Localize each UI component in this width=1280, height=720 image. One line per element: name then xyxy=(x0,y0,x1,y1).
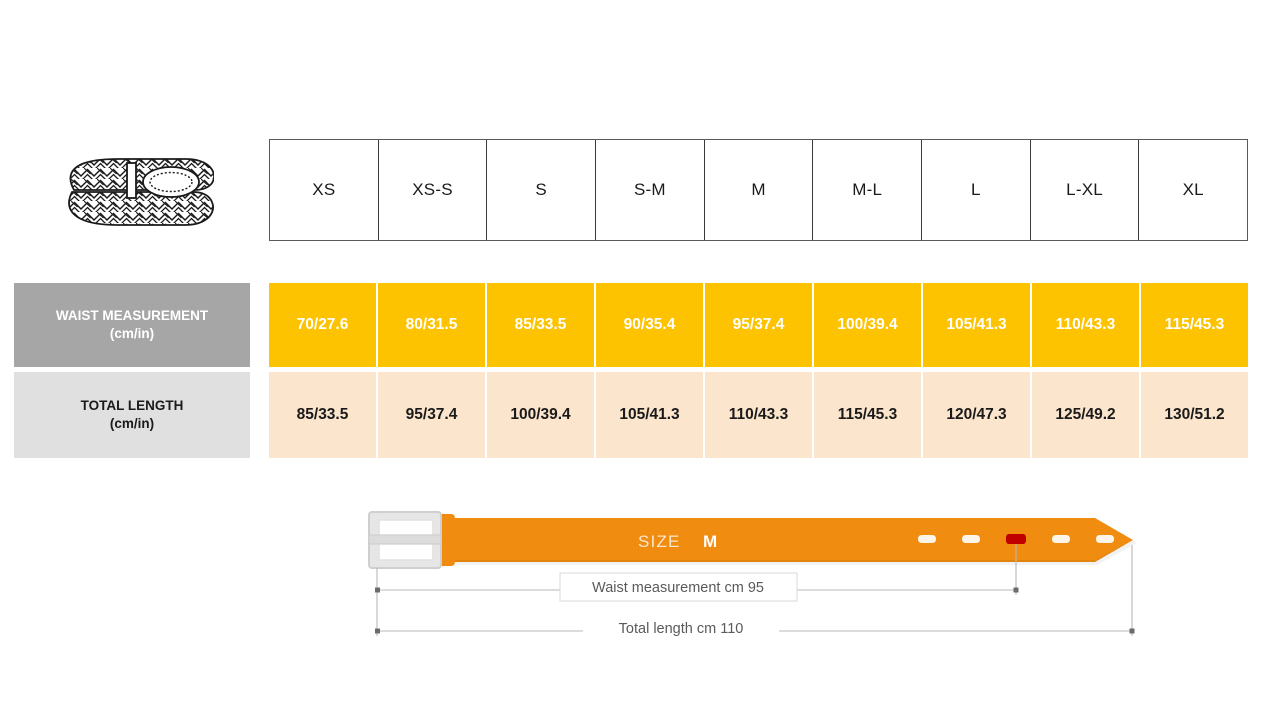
size-header-cell-s-m: S-M xyxy=(596,140,705,240)
size-header-cell-xs-s: XS-S xyxy=(379,140,488,240)
waist-label-title: WAIST MEASUREMENT xyxy=(55,308,209,324)
waist-value-xl: 115/45.3 xyxy=(1141,283,1248,367)
total-length-values-row: 85/33.5 95/37.4 100/39.4 105/41.3 110/43… xyxy=(269,372,1248,458)
length-label-title: TOTAL LENGTH xyxy=(80,398,184,414)
waist-value-m: 95/37.4 xyxy=(705,283,814,367)
belt-hole-0 xyxy=(918,535,936,543)
length-value-m: 110/43.3 xyxy=(705,372,814,458)
dimension-extension-lines xyxy=(376,544,1133,636)
size-header-row: XS XS-S S S-M M M-L L L-XL XL xyxy=(269,139,1248,241)
length-value-xl: 130/51.2 xyxy=(1141,372,1248,458)
belt-buckle-icon xyxy=(368,511,442,569)
length-value-s-m: 105/41.3 xyxy=(596,372,705,458)
waist-value-l: 105/41.3 xyxy=(923,283,1032,367)
length-value-s: 100/39.4 xyxy=(487,372,596,458)
belt-hole-3 xyxy=(1052,535,1070,543)
belt-measurement-diagram: SIZE M Waist measur xyxy=(355,500,1155,660)
size-header-cell-s: S xyxy=(487,140,597,240)
size-header-cell-xs: XS xyxy=(270,140,379,240)
belt-hole-4 xyxy=(1096,535,1114,543)
size-header-cell-l: L xyxy=(922,140,1031,240)
waist-value-m-l: 100/39.4 xyxy=(814,283,923,367)
length-label-unit: (cm/in) xyxy=(109,416,155,431)
size-header-cell-m-l: M-L xyxy=(813,140,923,240)
size-header-cell-l-xl: L-XL xyxy=(1031,140,1140,240)
waist-dimension-line: Waist measurement cm 95 xyxy=(375,572,1019,602)
diagram-size-value: M xyxy=(703,532,717,551)
belt-hole-1 xyxy=(962,535,980,543)
total-length-dimension-label: Total length cm 110 xyxy=(619,621,744,637)
length-value-xs-s: 95/37.4 xyxy=(378,372,487,458)
waist-value-xs-s: 80/31.5 xyxy=(378,283,487,367)
waist-value-l-xl: 110/43.3 xyxy=(1032,283,1141,367)
braided-belt-icon xyxy=(58,146,215,238)
waist-value-xs: 70/27.6 xyxy=(269,283,378,367)
length-value-m-l: 115/45.3 xyxy=(814,372,923,458)
diagram-size-word: SIZE xyxy=(638,532,681,551)
waist-dimension-label: Waist measurement cm 95 xyxy=(592,580,764,596)
belt-hole-2-highlighted xyxy=(1006,534,1026,544)
waist-measurement-row-label: WAIST MEASUREMENT (cm/in) xyxy=(14,283,250,367)
size-header-cell-m: M xyxy=(705,140,814,240)
length-value-l: 120/47.3 xyxy=(923,372,1032,458)
total-length-row-label: TOTAL LENGTH (cm/in) xyxy=(14,372,250,458)
length-value-xs: 85/33.5 xyxy=(269,372,378,458)
belt-strap-shape xyxy=(451,518,1137,565)
belt-holes xyxy=(918,534,1114,544)
length-value-l-xl: 125/49.2 xyxy=(1032,372,1141,458)
waist-label-unit: (cm/in) xyxy=(109,326,155,341)
waist-value-s: 85/33.5 xyxy=(487,283,596,367)
waist-measurement-values-row: 70/27.6 80/31.5 85/33.5 90/35.4 95/37.4 … xyxy=(269,283,1248,367)
size-header-cell-xl: XL xyxy=(1182,180,1204,199)
total-length-dimension-line: Total length cm 110 xyxy=(375,617,1135,644)
waist-value-s-m: 90/35.4 xyxy=(596,283,705,367)
